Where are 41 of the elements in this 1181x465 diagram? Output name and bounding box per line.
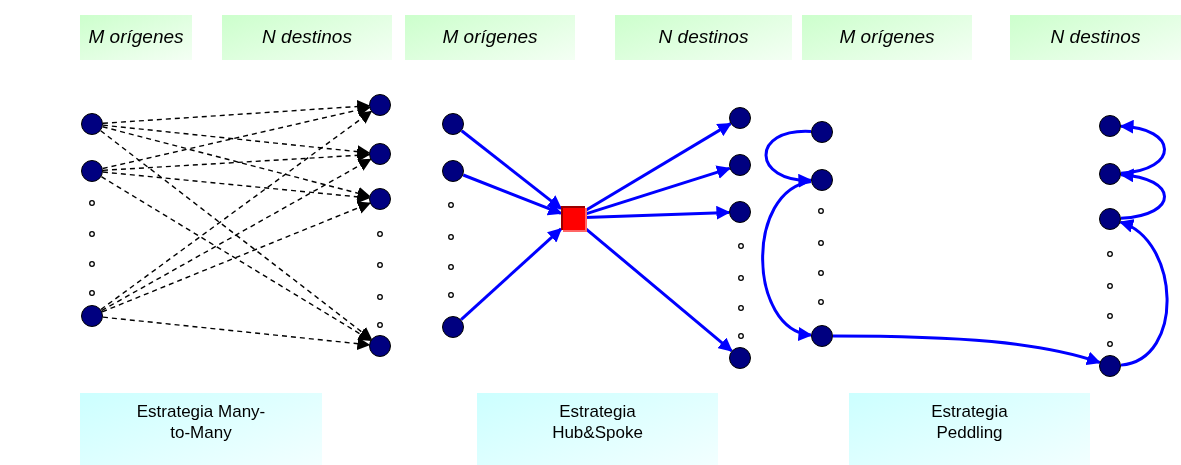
- arrow: [1119, 169, 1166, 220]
- arrow: [102, 316, 371, 351]
- column-heading: M orígenes: [839, 25, 935, 50]
- arrow: [584, 205, 731, 220]
- header-box: [405, 15, 575, 60]
- arrow: [102, 100, 371, 124]
- strategy-box: [477, 393, 718, 465]
- column-heading: N destinos: [658, 25, 749, 50]
- arrow: [584, 122, 732, 213]
- arrow: [460, 227, 563, 321]
- arrow: [100, 130, 373, 341]
- arrow: [1119, 120, 1166, 175]
- header-box: [80, 15, 192, 60]
- header-box: [1010, 15, 1181, 60]
- arrow: [462, 173, 563, 216]
- column-heading: M orígenes: [88, 25, 184, 50]
- arrow: [584, 165, 731, 216]
- arrow: [100, 110, 373, 311]
- hub-square: [561, 206, 585, 230]
- arrow: [764, 129, 813, 187]
- column-heading: N destinos: [1050, 25, 1141, 50]
- header-box: [615, 15, 792, 60]
- strategy-label: Estrategia Many-to-Many: [135, 401, 267, 443]
- arrow: [761, 180, 813, 339]
- strategy-label: Estrategia Hub&Spoke: [551, 401, 644, 443]
- strategy-label: Estrategia Peddling: [930, 401, 1009, 443]
- strategy-box: [80, 393, 322, 465]
- column-heading: N destinos: [262, 25, 352, 50]
- header-box: [802, 15, 972, 60]
- strategy-box: [849, 393, 1090, 465]
- arrow: [102, 148, 371, 172]
- arrow: [101, 201, 371, 313]
- arrow: [102, 103, 371, 170]
- arrow: [833, 334, 1101, 366]
- arrow: [1119, 220, 1169, 367]
- arrow: [101, 126, 371, 200]
- arrow: [460, 129, 563, 210]
- arrow: [102, 171, 371, 204]
- header-box: [222, 15, 392, 60]
- column-heading: M orígenes: [442, 25, 538, 50]
- arrow: [584, 226, 733, 353]
